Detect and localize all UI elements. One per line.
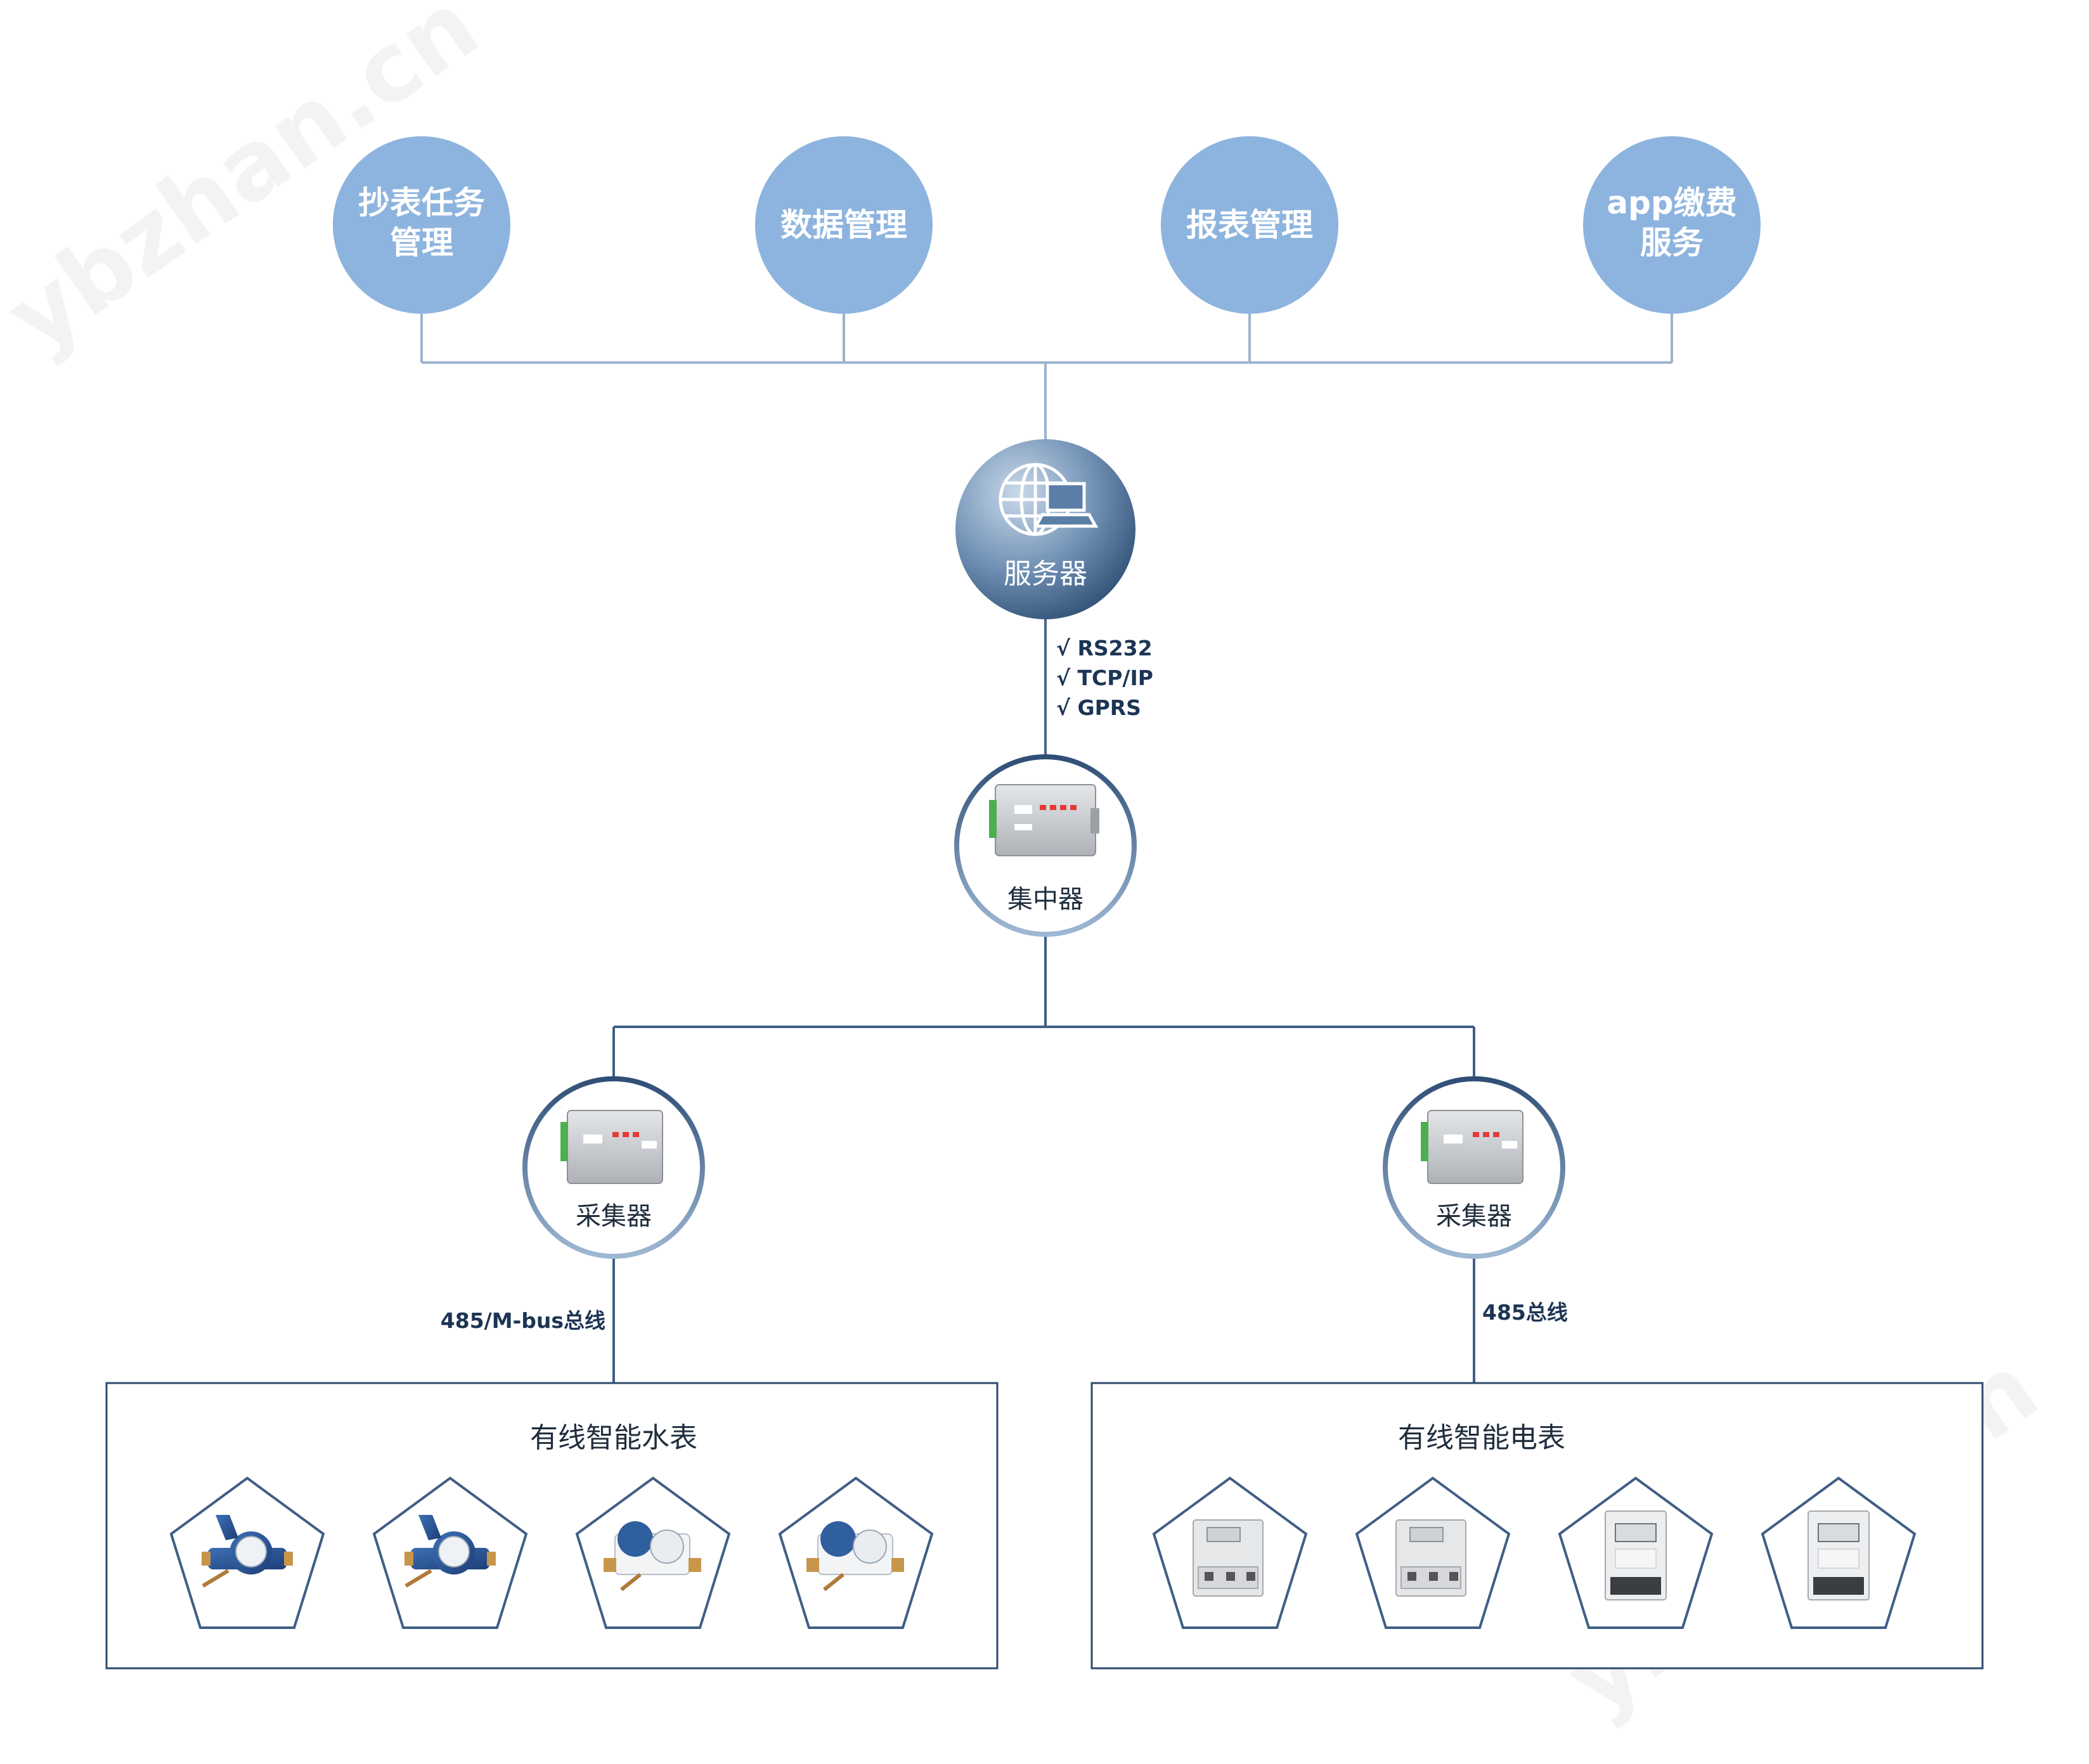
bus-label-electric: 485总线 (1482, 1300, 1568, 1325)
protocol-gprs: √ GPRS (1056, 695, 1141, 720)
collector-label: 采集器 (576, 1202, 652, 1231)
electric-meter-2[interactable] (1355, 1476, 1511, 1629)
function-data-management[interactable]: 数据管理 (755, 136, 933, 314)
server-node[interactable]: 服务器 (955, 439, 1135, 619)
din-rail-electric-meter-icon (1193, 1519, 1264, 1597)
function-app-payment[interactable]: app缴费 服务 (1583, 136, 1761, 314)
din-rail-electric-meter-icon (1395, 1519, 1466, 1597)
function-label: 数据管理 (780, 207, 907, 243)
protocol-list: √ RS232 √ TCP/IP √ GPRS (1056, 636, 1153, 720)
water-meter-1[interactable] (169, 1476, 325, 1629)
electric-meter-1[interactable] (1152, 1476, 1308, 1629)
water-meter-3[interactable] (575, 1476, 731, 1629)
electric-meter-4[interactable] (1761, 1476, 1917, 1629)
collector-device-icon (1421, 1110, 1523, 1184)
electric-meter-3[interactable] (1558, 1476, 1714, 1629)
function-report-management[interactable]: 报表管理 (1161, 136, 1338, 314)
concentrator-device-icon (989, 784, 1099, 856)
bottom-connectors (612, 937, 1475, 1383)
water-meter-2[interactable] (372, 1476, 528, 1629)
group-title: 有线智能水表 (530, 1422, 697, 1454)
bus-label-water: 485/M-bus总线 (441, 1308, 605, 1333)
water-meter-4[interactable] (778, 1476, 934, 1629)
smart-water-meter-icon (604, 1521, 701, 1592)
globe-computer-icon (999, 463, 1099, 536)
group-title: 有线智能电表 (1398, 1422, 1565, 1454)
collector-node-water[interactable]: 采集器 (522, 1076, 705, 1259)
function-label-line1: 抄表任务 (358, 184, 485, 221)
top-connectors (420, 314, 1673, 441)
single-phase-electric-meter-icon (1808, 1510, 1870, 1600)
concentrator-label: 集中器 (1007, 885, 1083, 914)
function-label-line1: app缴费 (1607, 184, 1737, 221)
water-meter-icon (202, 1515, 293, 1588)
smart-water-meter-icon (806, 1521, 904, 1592)
server-label: 服务器 (1004, 558, 1087, 590)
function-task-management[interactable]: 抄表任务 管理 (333, 136, 510, 314)
protocol-tcpip: √ TCP/IP (1056, 666, 1153, 690)
collector-label: 采集器 (1436, 1202, 1512, 1231)
function-label-line2: 服务 (1640, 224, 1704, 261)
function-label-line2: 管理 (390, 224, 453, 261)
single-phase-electric-meter-icon (1605, 1510, 1667, 1600)
function-label: 报表管理 (1186, 207, 1313, 243)
water-meter-icon (404, 1515, 496, 1588)
collector-device-icon (560, 1110, 663, 1184)
collector-node-electric[interactable]: 采集器 (1383, 1076, 1565, 1259)
concentrator-node[interactable]: 集中器 (954, 754, 1137, 937)
protocol-rs232: √ RS232 (1056, 636, 1153, 660)
